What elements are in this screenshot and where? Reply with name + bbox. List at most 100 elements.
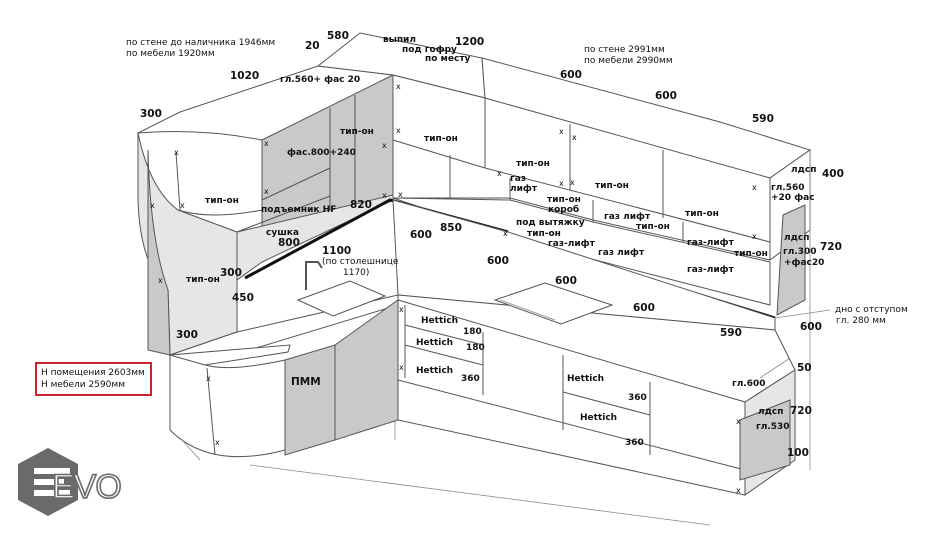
label-gl530: гл.530 <box>756 422 790 432</box>
dim-600-counter: 600 <box>633 302 655 314</box>
label-fas20: +фас20 <box>784 258 824 268</box>
note-wall-left-2: по мебели 1920мм <box>126 49 215 59</box>
hinge-mark: x <box>572 133 577 142</box>
room-height-text: Н помещения 2603мм <box>41 368 145 378</box>
dim-600-hood: 600 <box>410 229 432 241</box>
note-bottom-offset-1: дно с отступом <box>835 305 908 315</box>
label-ldsp-mid: лдсп <box>784 233 809 243</box>
dim-850: 850 <box>440 222 462 234</box>
dim-590-counter: 590 <box>720 327 742 339</box>
label-lift: лифт <box>510 184 538 194</box>
label-sushka: сушка <box>266 228 299 238</box>
dim-720-upper: 720 <box>820 241 842 253</box>
dim-400: 400 <box>822 168 844 180</box>
left-backsplash <box>236 194 394 281</box>
hinge-mark: x <box>736 417 741 426</box>
dim-300-inner: 300 <box>220 267 242 279</box>
furniture-height-text: Н мебели 2590мм <box>41 380 125 390</box>
hinge-mark: x <box>736 486 741 495</box>
hinge-mark: x <box>399 305 404 314</box>
label-ldsp-lower: лдсп <box>758 407 783 417</box>
label-gaz-dash-a: газ-лифт <box>548 239 596 249</box>
label-hettich-e: Hettich <box>580 413 617 423</box>
dim-300-left: 300 <box>176 329 198 341</box>
dim-600-cook: 600 <box>555 275 577 287</box>
hinge-mark: x <box>264 187 269 196</box>
right-backsplash <box>392 199 776 331</box>
dim-720-lower: 720 <box>790 405 812 417</box>
hinge-mark: x <box>396 126 401 135</box>
label-ldsp-upper: лдсп <box>791 165 816 175</box>
hinge-mark: x <box>752 183 757 192</box>
dim-600-a: 600 <box>560 69 582 81</box>
hinge-mark: x <box>398 190 403 199</box>
label-pmm: ПММ <box>291 376 321 388</box>
right-end-base-side <box>739 399 791 481</box>
left-base-curved <box>169 354 286 458</box>
label-gaz-lift-a: газ лифт <box>604 212 651 222</box>
hinge-mark: x <box>752 232 757 241</box>
hinge-mark: x <box>503 229 508 238</box>
hinge-mark: x <box>150 201 155 210</box>
label-tipon-b: тип-он <box>205 196 239 206</box>
label-tipon-d: тип-он <box>424 134 458 144</box>
label-korob-2: под вытяжку <box>516 218 585 228</box>
dim-50: 50 <box>797 362 812 374</box>
label-fas20plus: +20 фас <box>771 193 815 203</box>
dim-600-b: 600 <box>655 90 677 102</box>
hinge-mark: x <box>399 363 404 372</box>
label-tipon-h: тип-он <box>547 195 581 205</box>
dim-800: 800 <box>278 237 300 249</box>
hinge-mark: x <box>382 191 387 200</box>
label-gl560: гл.560 <box>771 183 805 193</box>
dishwasher-front <box>284 344 336 456</box>
dim-820: 820 <box>350 199 372 211</box>
sink <box>296 280 387 317</box>
label-tipon-a: тип-он <box>340 127 374 137</box>
hinge-mark: x <box>497 169 502 178</box>
note-wall-right-1: по стене 2991мм <box>584 45 665 55</box>
label-360-c: 360 <box>625 438 644 448</box>
label-podemnik: подъемник HF <box>261 205 336 215</box>
label-vypil-1: выпил <box>383 35 416 45</box>
label-gl560-fas20: гл.560+ фас 20 <box>280 75 360 85</box>
dim-300-top: 300 <box>140 108 162 120</box>
label-tipon-c: тип-он <box>186 275 220 285</box>
label-180-a: 180 <box>463 327 482 337</box>
dim-20: 20 <box>305 40 320 52</box>
label-tipon-f: тип-он <box>595 181 629 191</box>
label-gaz-dash-b: газ-лифт <box>687 238 735 248</box>
label-tipon-g: тип-он <box>685 209 719 219</box>
hinge-mark: x <box>174 148 179 157</box>
dim-590: 590 <box>752 113 774 125</box>
left-tall-column-side <box>147 149 171 356</box>
cooktop <box>493 282 614 325</box>
label-tipon-e: тип-он <box>516 159 550 169</box>
dim-1020: 1020 <box>230 70 259 82</box>
evo-logo: EVO <box>18 448 123 516</box>
label-180-b: 180 <box>466 343 485 353</box>
right-end-upper-side <box>776 204 806 316</box>
label-hettich-d: Hettich <box>567 374 604 384</box>
label-360-b: 360 <box>628 393 647 403</box>
note-wall-left-1: по стене до наличника 1946мм <box>126 38 275 48</box>
height-note-box: Н помещения 2603мм Н мебели 2590мм <box>35 362 152 396</box>
hinge-mark: x <box>215 438 220 447</box>
hinge-mark: x <box>180 201 185 210</box>
dim-1100: 1100 <box>322 245 351 257</box>
dim-1200: 1200 <box>455 36 484 48</box>
hinge-mark: x <box>382 141 387 150</box>
label-hettich-a: Hettich <box>421 316 458 326</box>
note-bottom-offset-2: гл. 280 мм <box>836 316 886 326</box>
hinge-mark: x <box>559 179 564 188</box>
label-hettich-c: Hettich <box>416 366 453 376</box>
label-vypil-2: под гофру <box>402 45 457 55</box>
label-tipon-j: тип-он <box>636 222 670 232</box>
dim-100: 100 <box>787 447 809 459</box>
label-tipon-k: тип-он <box>734 249 768 259</box>
label-360-a: 360 <box>461 374 480 384</box>
label-fas800: фас.800+240 <box>287 148 356 158</box>
label-gaz-1: газ <box>510 174 526 184</box>
